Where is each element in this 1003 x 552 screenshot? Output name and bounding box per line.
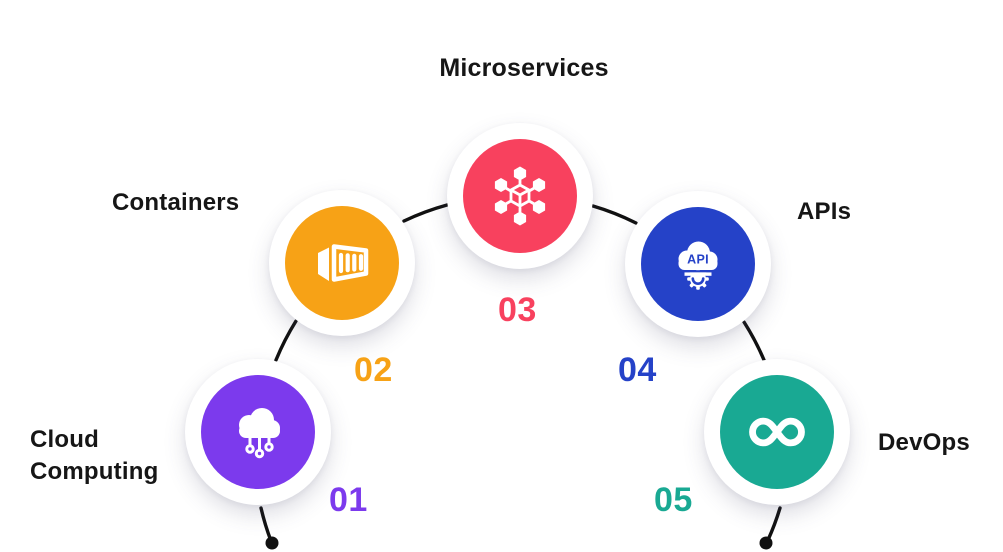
cloud-icon [678,241,718,270]
label-containers: Containers [112,189,240,216]
connector-4-5 [742,320,766,362]
label-devops: DevOps [878,429,970,456]
cloud-network-icon [239,408,280,459]
connector-start-dot [265,536,279,550]
connector-2-3 [402,203,449,223]
cloud-computing-circle [201,375,315,489]
api-badge-text: API [687,253,709,267]
apis-circle: API [641,207,755,321]
microservices-cube-icon [494,166,546,226]
connector-3-4 [591,204,638,225]
label-apis: APIs [797,198,852,225]
devops-step-number: 05 [654,481,693,519]
microservices-circle [463,139,577,253]
connector-end-line [766,506,782,542]
connector-start-line [259,506,273,543]
label-microservices: Microservices [439,54,609,82]
connector-end-dot [759,536,773,550]
node-microservices [447,123,593,269]
node-containers [269,190,415,336]
shipping-container-icon [318,244,369,282]
node-cloud-computing [185,359,331,505]
api-cloud-gear-icon: API [678,241,718,290]
connector-1-2 [274,319,298,362]
cloud-computing-step-number: 01 [329,481,368,519]
containers-circle [285,206,399,320]
apis-step-number: 04 [618,351,657,389]
containers-step-number: 02 [354,351,393,389]
microservices-step-number: 03 [498,291,537,329]
infinity-loop-icon [749,417,805,447]
label-cloud-computing: Cloud Computing [30,426,159,486]
devops-circle [720,375,834,489]
node-devops [704,359,850,505]
node-apis: API [625,191,771,337]
